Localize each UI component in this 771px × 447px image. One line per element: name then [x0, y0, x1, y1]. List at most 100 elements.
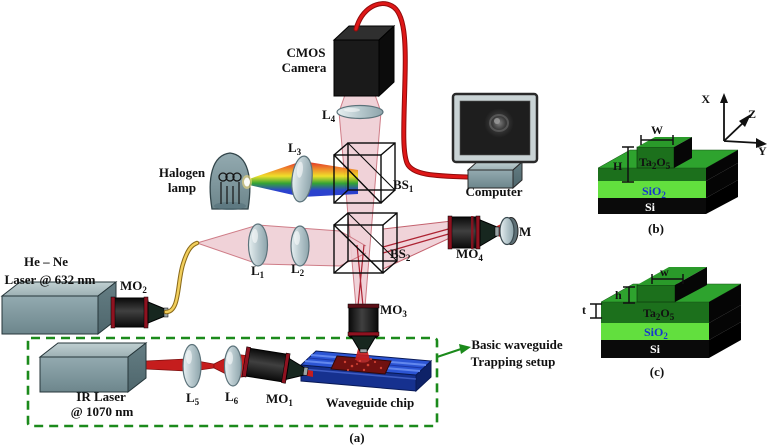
trapping-beam-line	[382, 227, 453, 248]
b-si-front	[598, 198, 706, 214]
panel-a-caption: (a)	[349, 430, 364, 445]
mo2-label: MO2	[120, 278, 147, 295]
filament-coil	[225, 172, 235, 182]
lens-l3	[291, 155, 313, 203]
lens-l2-label: L2	[291, 261, 305, 278]
rainbow-beam-lamp-l3	[249, 161, 302, 197]
lens-l6	[223, 345, 243, 387]
c-sio2-label: SiO2	[644, 325, 668, 341]
lenses	[182, 104, 384, 389]
lens-l4-label: L4	[322, 107, 336, 124]
beam-splitter-bs2	[333, 212, 398, 274]
filament-coil	[218, 172, 228, 182]
screen-particle-core	[494, 118, 500, 124]
x-axis-arrowhead	[720, 93, 728, 103]
trapping-beam-line	[357, 244, 365, 307]
b-sio2-front	[598, 181, 706, 198]
lens-l1-label: L1	[251, 263, 265, 280]
lens-l4	[336, 104, 384, 120]
lens-l2	[290, 225, 310, 267]
c-si-side	[709, 322, 741, 358]
c-si-label: Si	[650, 342, 661, 356]
waveguide-chip	[299, 350, 433, 393]
trapping-note-1: Basic waveguide	[471, 337, 563, 352]
objective-mo2	[110, 296, 171, 329]
mirror-m	[499, 216, 519, 246]
lamp-hotspot	[244, 177, 250, 187]
y-axis-arrowhead	[756, 138, 767, 148]
b-dimension-h	[622, 146, 634, 183]
c-dimension-w	[651, 274, 684, 284]
c-si-front	[601, 340, 709, 358]
lens-l3-label: L3	[288, 140, 302, 157]
b-ta2o5-front	[598, 168, 706, 181]
sample-cell-region	[330, 355, 392, 375]
lens-l5	[182, 343, 202, 389]
computer-label: Computer	[465, 184, 522, 199]
mirror-label: M	[519, 224, 531, 239]
c-rib-top	[637, 267, 707, 285]
c-rib-front	[636, 284, 676, 303]
trapping-beam-line	[382, 232, 453, 254]
trapping-setup-box	[26, 336, 439, 428]
ir-beam-1	[145, 358, 187, 372]
trapping-beam-line	[356, 244, 364, 307]
b-axis-z-label: Z	[748, 107, 756, 121]
filament-coil	[232, 172, 242, 182]
lens-l5-label: L5	[186, 390, 200, 407]
sample-speckles	[343, 358, 383, 372]
b-dim-h-label: H	[613, 159, 623, 173]
b-axis-x-label: X	[701, 92, 710, 106]
cmos-camera-label-2: Camera	[282, 60, 327, 75]
halogen-lamp	[209, 152, 252, 210]
c-ta2o5-side	[709, 284, 741, 323]
panel-b: X Z Y W H Ta2O5 SiO2 Si (b)	[597, 92, 767, 236]
lens-l1	[247, 223, 269, 267]
labels: CMOS Camera L4 L3 Halogen lamp BS1 BS2 C…	[5, 45, 563, 445]
panel-c-caption: (c)	[650, 364, 664, 379]
mo3-label: MO3	[380, 302, 407, 319]
b-ta2o5-label: Ta2O5	[639, 155, 671, 171]
c-dim-h-label: h	[615, 288, 622, 302]
waveguide-chip-label: Waveguide chip	[326, 395, 415, 410]
c-ta2o5-label: Ta2O5	[643, 306, 675, 322]
imaging-beam-vertical	[339, 92, 381, 307]
note-arrow-line	[436, 348, 462, 358]
panel-c: w h t Ta2O5 SiO2 Si (c)	[582, 265, 742, 379]
lamp-base-shade	[214, 202, 246, 210]
halogen-lamp-label-2: lamp	[168, 180, 196, 195]
halogen-lamp-label-1: Halogen	[159, 165, 206, 180]
b-sio2-side	[706, 163, 738, 198]
ir-laser-label-2: @ 1070 nm	[71, 404, 134, 419]
computer-base-front	[467, 169, 514, 189]
bs2-label: BS2	[390, 246, 411, 263]
hene-laser-label-1: He – Ne	[24, 254, 68, 269]
computer	[451, 92, 539, 190]
optical-fiber	[163, 240, 200, 315]
c-dim-t-label: t	[582, 303, 586, 317]
screen-particle-ring	[489, 114, 509, 132]
chip-front-highlight	[300, 368, 417, 380]
objective-mo3	[347, 303, 380, 353]
b-dimension-w	[640, 135, 674, 145]
hene-laser	[0, 280, 118, 336]
z-axis-arrowhead	[739, 114, 751, 127]
beam-splitter-bs1	[333, 142, 396, 204]
b-si-label: Si	[645, 200, 656, 214]
b-ridge-side	[674, 137, 692, 168]
mo4-label: MO4	[456, 246, 483, 263]
beam-edge	[382, 220, 453, 230]
lamp-filament-wires	[220, 182, 240, 204]
trapping-note-2: Trapping setup	[471, 354, 556, 369]
note-arrow-head	[459, 344, 471, 354]
c-ta2o5-front	[601, 302, 709, 323]
cmos-camera	[332, 24, 396, 98]
c-dim-w-label: w	[660, 265, 669, 279]
c-sio2-side	[709, 305, 741, 340]
rainbow-beam-l3-bs1	[302, 161, 358, 197]
bs1-label: BS1	[393, 177, 414, 194]
ir-laser-label-1: IR Laser	[76, 389, 126, 404]
cmos-camera-label-1: CMOS	[287, 45, 326, 60]
